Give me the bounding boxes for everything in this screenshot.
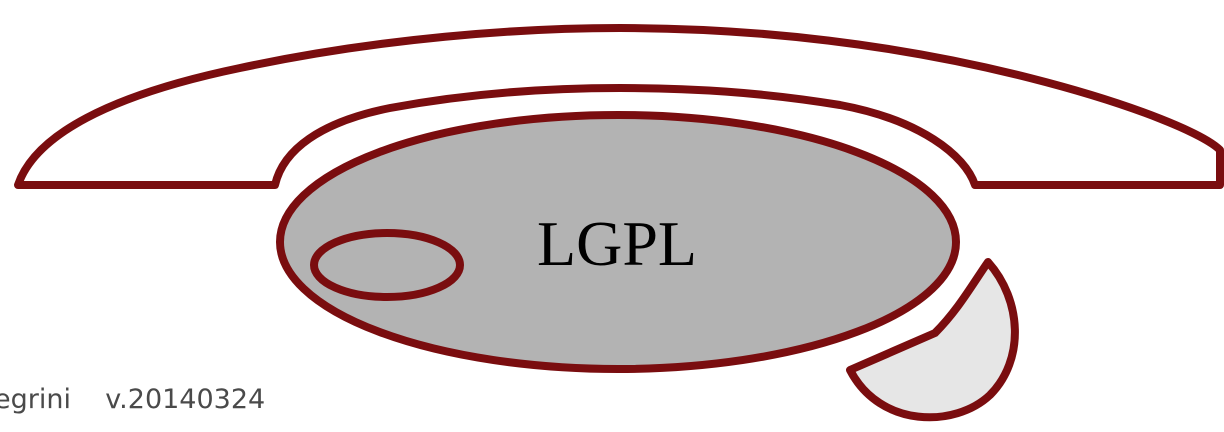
center-label: LGPL [537,208,697,279]
outer-arch-shape [14,24,1224,189]
wedge-shape [846,258,1019,422]
main-ellipse [276,111,960,373]
small-ellipse [310,229,464,301]
credit-text: egrini v.20140324 [0,384,266,415]
